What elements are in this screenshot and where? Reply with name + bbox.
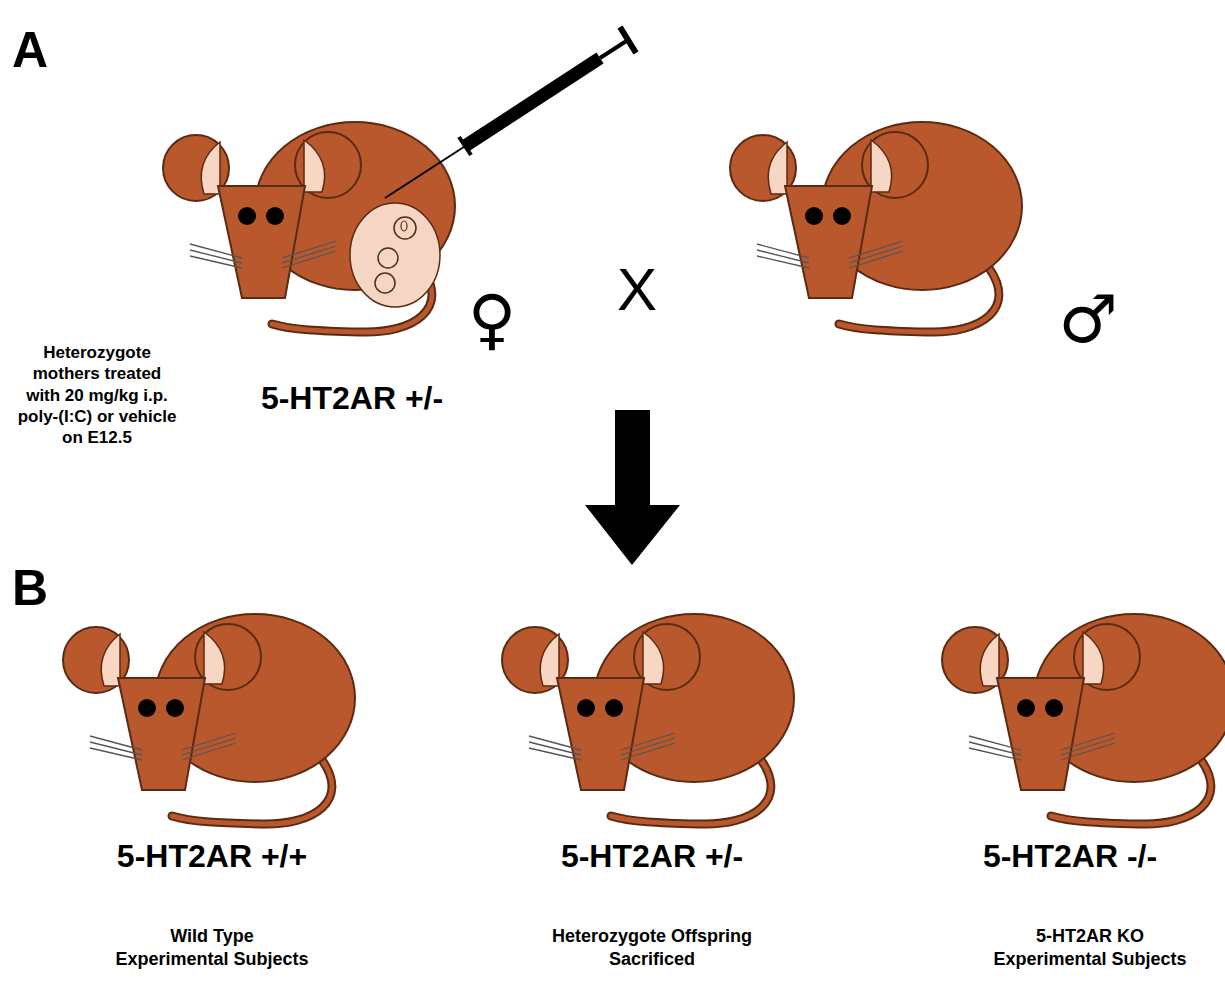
father-mouse — [730, 122, 1022, 332]
offspring-mouse — [942, 614, 1225, 824]
treatment-note: Heterozygote mothers treated with 20 mg/… — [14, 342, 180, 448]
offspring-mouse — [63, 614, 355, 824]
breeding-arrow — [585, 410, 680, 565]
genotype-label: 5-HT2AR +/- — [202, 380, 502, 417]
panel-letter: A — [12, 22, 72, 80]
genotype-label: 5-HT2AR -/- — [920, 838, 1220, 875]
panel-letter: B — [12, 560, 72, 618]
genotype-label: 5-HT2AR +/- — [502, 838, 802, 875]
embryo-detail — [401, 221, 407, 231]
womb — [350, 203, 440, 307]
sex-symbol: ♀ — [447, 282, 537, 358]
syringe-barrel — [465, 58, 600, 146]
group-note: Wild Type Experimental Subjects — [113, 925, 312, 970]
cross-symbol: X — [597, 255, 677, 324]
mother-mouse — [163, 122, 455, 332]
embryo — [378, 248, 398, 268]
syringe-plunger — [600, 40, 628, 58]
sex-symbol: ♂ — [1043, 282, 1133, 358]
group-note: 5-HT2AR KO Experimental Subjects — [991, 925, 1190, 970]
group-note: Heterozygote Offspring Sacrificed — [536, 925, 768, 970]
syringe-needle — [385, 143, 470, 198]
offspring-mouse — [502, 614, 794, 824]
genotype-label: 5-HT2AR +/+ — [62, 838, 362, 875]
embryo — [375, 273, 395, 293]
syringe-cap — [620, 27, 636, 53]
embryo — [394, 217, 416, 239]
